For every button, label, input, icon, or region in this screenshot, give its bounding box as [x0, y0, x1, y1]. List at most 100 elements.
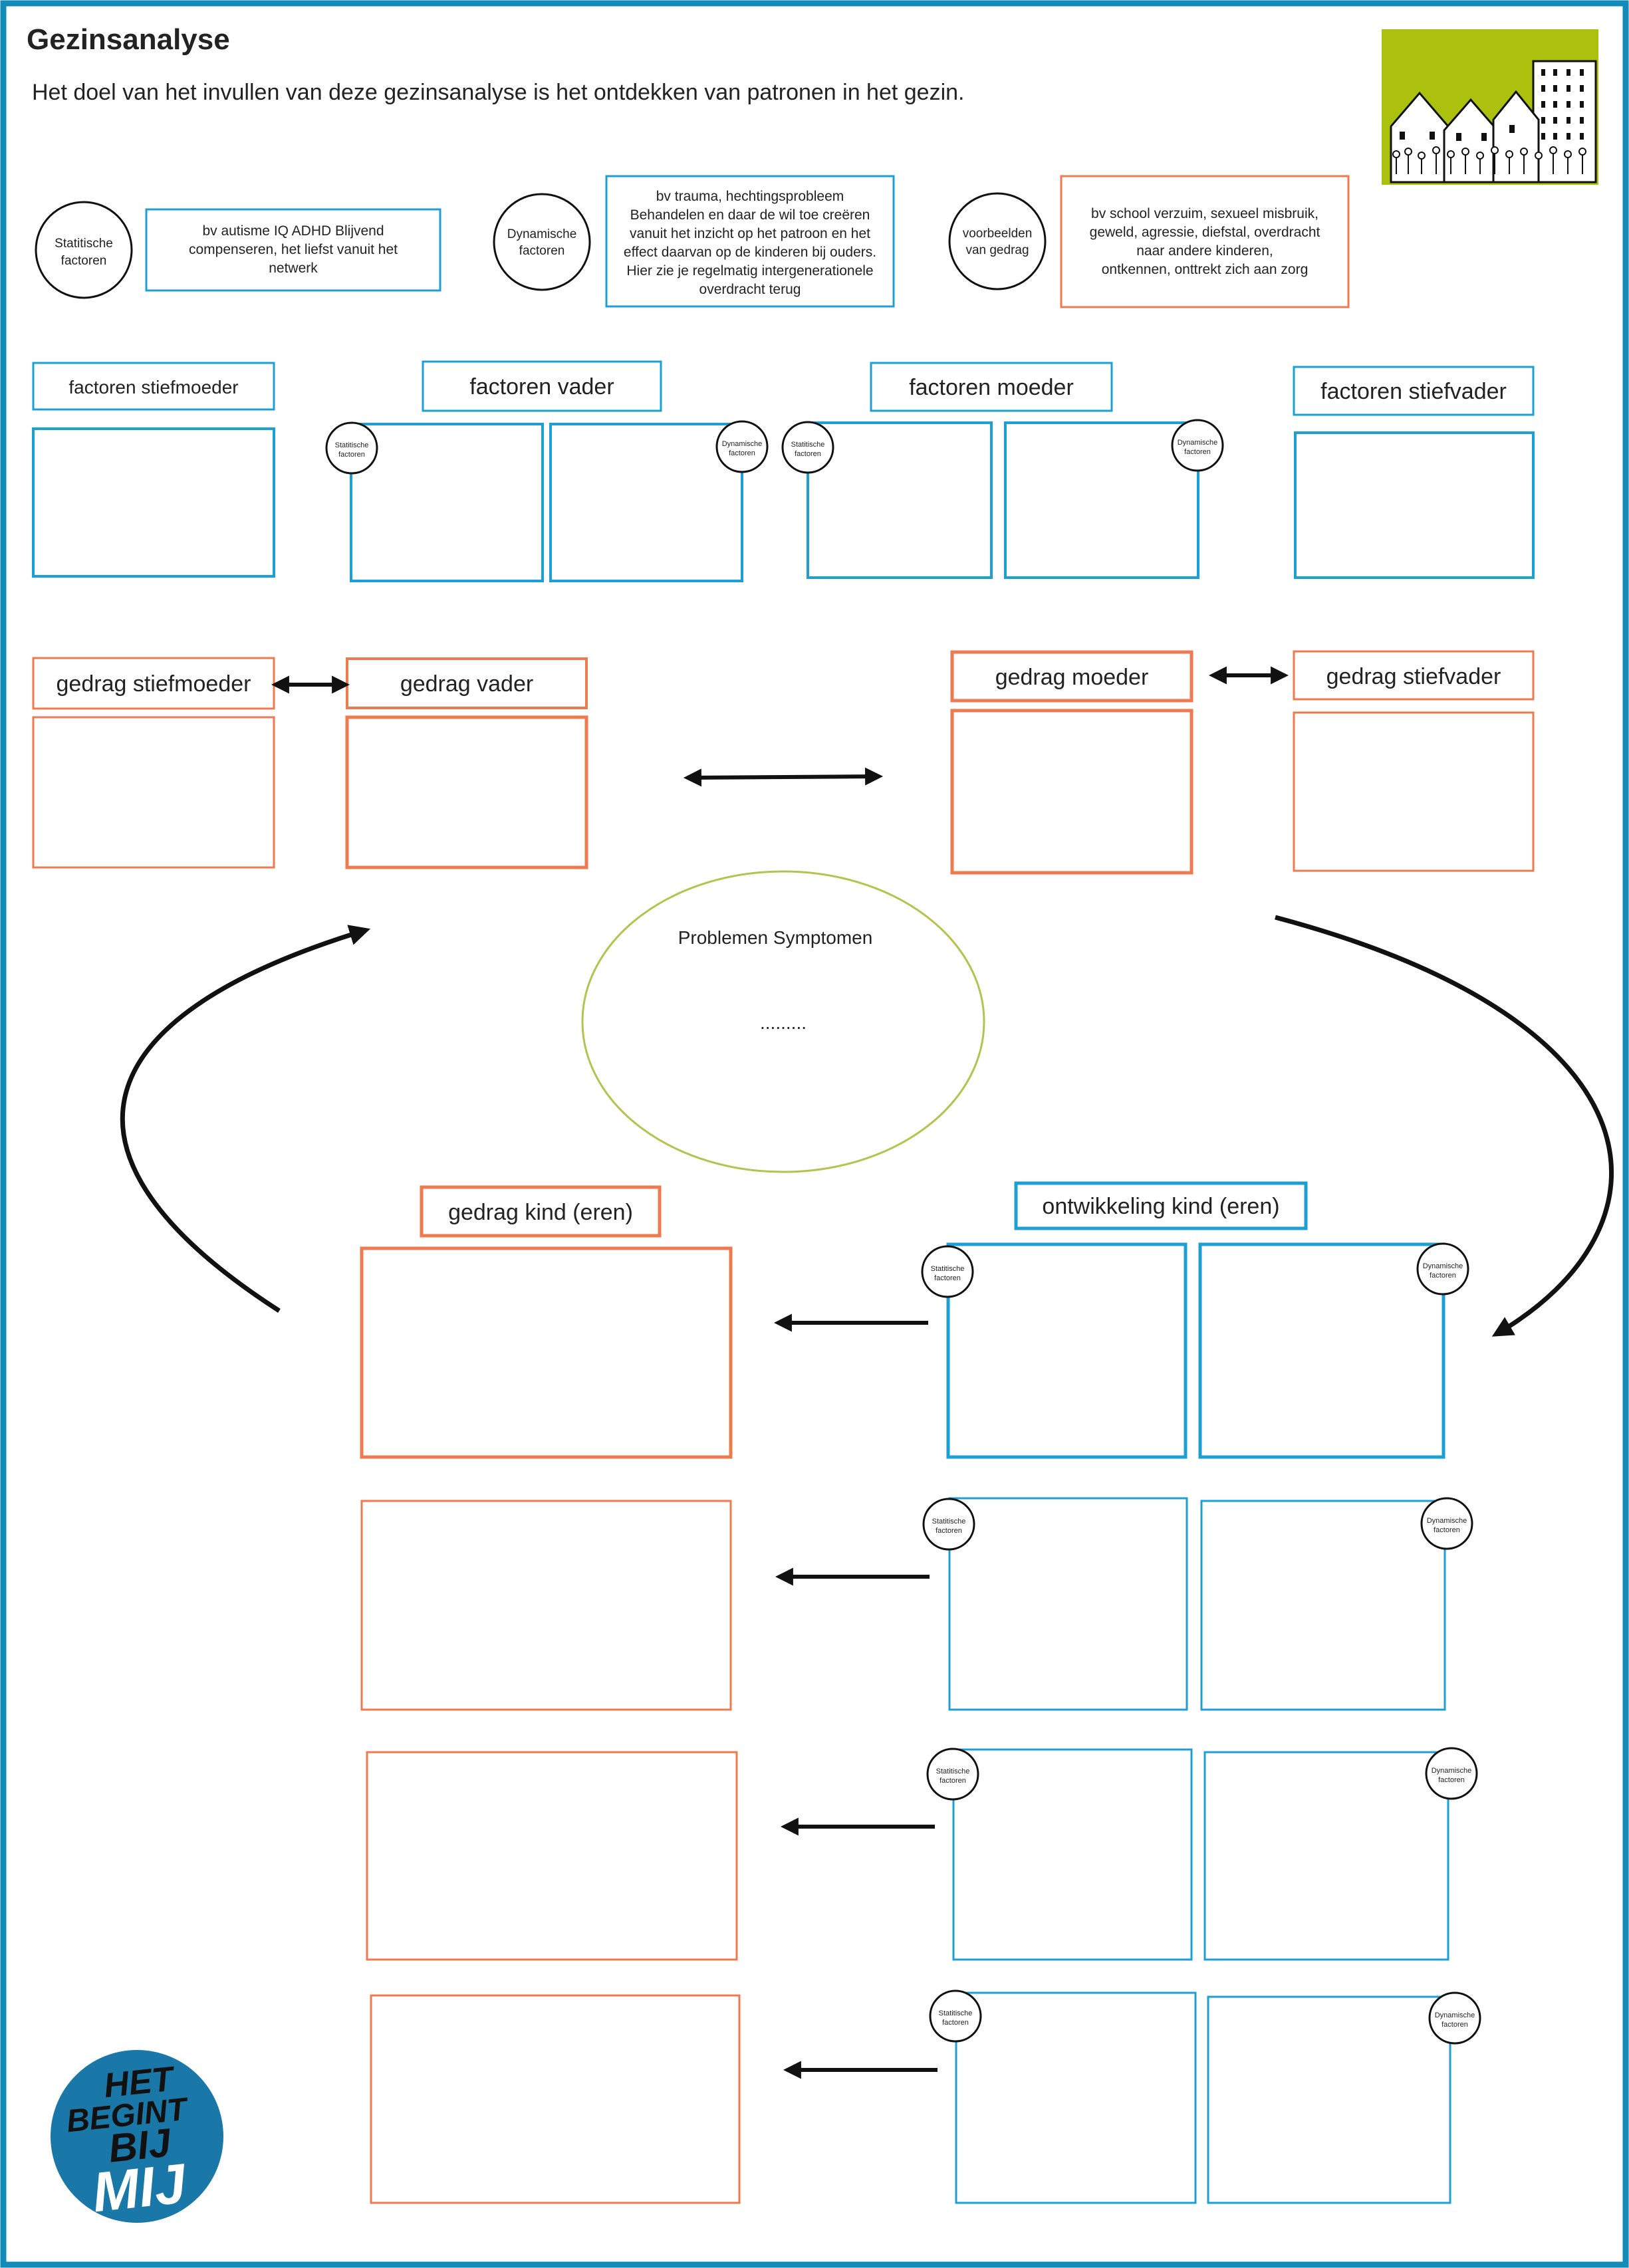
- legend-dynamic-circle-line2: factoren: [519, 244, 565, 258]
- child-2-static-circle: Statitische factoren: [922, 1498, 975, 1551]
- behavior-header-mother: gedrag moeder: [950, 650, 1193, 703]
- father-mother-arrow: [683, 767, 884, 787]
- legend-dynamic-text-line1: bv trauma, hechtingsprobleem: [656, 189, 844, 204]
- child-3-behavior-box[interactable]: [366, 1751, 738, 1961]
- child-behavior-header: gedrag kind (eren): [420, 1185, 662, 1238]
- svg-text:Statitische: Statitische: [931, 1265, 965, 1273]
- mother-behavior-box[interactable]: [950, 709, 1193, 875]
- child-2-dynamic-box[interactable]: [1200, 1500, 1446, 1711]
- svg-text:factoren: factoren: [729, 449, 755, 457]
- child-3-dynamic-box[interactable]: [1203, 1751, 1449, 1961]
- legend-dynamic-box: [605, 175, 895, 308]
- svg-text:Dynamische: Dynamische: [1435, 2011, 1475, 2019]
- child-1-behavior-box[interactable]: [360, 1246, 733, 1459]
- child-1-static-box[interactable]: [946, 1242, 1188, 1459]
- problems-symptoms-placeholder[interactable]: .........: [760, 1012, 807, 1033]
- child-4-dynamic-circle: Dynamische factoren: [1428, 1991, 1481, 2045]
- legend-dynamic-text-line6: overdracht terug: [699, 282, 801, 297]
- stepfather-behavior-box[interactable]: [1293, 711, 1535, 872]
- legend-static-text-line3: netwerk: [269, 261, 318, 276]
- svg-text:factoren: factoren: [1184, 448, 1211, 456]
- svg-text:gedrag kind (eren): gedrag kind (eren): [448, 1200, 633, 1225]
- child-2-dynamic-circle: Dynamische factoren: [1420, 1497, 1473, 1550]
- intro-text: Het doel van het invullen van deze gezin…: [32, 80, 965, 105]
- father-dynamic-circle: Dynamische factoren: [715, 420, 769, 473]
- svg-text:factoren vader: factoren vader: [469, 374, 614, 399]
- child-4-static-circle: Statitische factoren: [929, 1989, 982, 2043]
- legend-dynamic-text-line5: Hier zie je regelmatig intergenerationel…: [626, 263, 873, 279]
- stepmother-behavior-box[interactable]: [32, 716, 275, 869]
- legend-dynamic-text-line3: vanuit het inzicht op het patroon en het: [630, 226, 870, 241]
- child-2-behavior-box[interactable]: [360, 1500, 732, 1711]
- mother-dynamic-factor-box[interactable]: [1004, 421, 1199, 579]
- svg-text:factoren moeder: factoren moeder: [909, 375, 1074, 400]
- svg-text:Statitische: Statitische: [932, 1518, 966, 1526]
- legend-behavior-text-line4: ontkennen, onttrekt zich aan zorg: [1102, 262, 1309, 277]
- legend-dynamic-text-line4: effect daarvan op de kinderen bij ouders…: [624, 245, 876, 260]
- child-3-static-circle: Statitische factoren: [926, 1748, 979, 1801]
- factor-header-father: factoren vader: [422, 360, 662, 412]
- child-1-dynamic-circle: Dynamische factoren: [1416, 1242, 1469, 1296]
- father-dynamic-factor-box[interactable]: [549, 423, 743, 582]
- legend-behavior-circle-line1: voorbeelden: [963, 227, 1033, 241]
- legend-dynamic: Dynamische factoren bv trauma, hechtings…: [493, 175, 895, 308]
- cycle-arrow-right: [1275, 915, 1614, 1337]
- factor-header-stepfather: factoren stiefvader: [1293, 366, 1535, 416]
- behavior-header-stepfather: gedrag stiefvader: [1293, 650, 1535, 701]
- factor-header-mother: factoren moeder: [870, 362, 1113, 412]
- child-3-dynamic-circle: Dynamische factoren: [1425, 1747, 1478, 1800]
- legend-static-box: [145, 208, 441, 292]
- problems-symptoms-oval: Problemen Symptomen .........: [581, 870, 985, 1173]
- stepfather-factor-box[interactable]: [1294, 431, 1535, 579]
- svg-text:factoren: factoren: [942, 2019, 969, 2027]
- legend-static: Statitische factoren bv autisme IQ ADHD …: [35, 201, 441, 299]
- svg-text:MIJ: MIJ: [89, 2152, 189, 2223]
- svg-text:factoren: factoren: [940, 1777, 966, 1785]
- svg-text:gedrag stiefmoeder: gedrag stiefmoeder: [57, 671, 251, 697]
- legend-static-text-line1: bv autisme IQ ADHD Blijvend: [202, 223, 384, 239]
- svg-text:Statitische: Statitische: [936, 1767, 970, 1775]
- father-static-circle: Statitische factoren: [325, 421, 378, 475]
- child-3-static-box[interactable]: [952, 1748, 1193, 1961]
- svg-text:Statitische: Statitische: [791, 441, 825, 449]
- child-1-dynamic-box[interactable]: [1198, 1242, 1445, 1459]
- legend-behavior-text-line2: geweld, agressie, diefstal, overdracht: [1090, 225, 1320, 240]
- legend-dynamic-circle-line1: Dynamische: [507, 227, 577, 241]
- legend-static-text-line2: compenseren, het liefst vanuit het: [189, 242, 398, 257]
- father-static-factor-box[interactable]: [350, 423, 544, 582]
- legend-static-circle: [35, 201, 133, 299]
- legend-behavior-text-line1: bv school verzuim, sexueel misbruik,: [1091, 206, 1318, 221]
- svg-text:Statitische: Statitische: [939, 2009, 973, 2017]
- svg-text:factoren: factoren: [1438, 1776, 1465, 1784]
- child-4-static-box[interactable]: [955, 1991, 1197, 2204]
- child-development-header: ontwikkeling kind (eren): [1014, 1181, 1308, 1230]
- svg-text:gedrag stiefvader: gedrag stiefvader: [1326, 664, 1501, 689]
- legend-behavior-text-line3: naar andere kinderen,: [1136, 243, 1273, 259]
- father-behavior-box[interactable]: [345, 715, 588, 869]
- svg-text:factoren: factoren: [338, 451, 365, 459]
- legend-behavior-circle-line2: van gedrag: [965, 243, 1029, 257]
- svg-text:factoren stiefvader: factoren stiefvader: [1320, 379, 1507, 404]
- svg-text:Dynamische: Dynamische: [1427, 1517, 1467, 1525]
- svg-text:factoren: factoren: [1430, 1272, 1456, 1280]
- problems-symptoms-label: Problemen Symptomen: [678, 927, 873, 948]
- child-4-behavior-box[interactable]: [370, 1994, 741, 2204]
- legend-static-circle-line1: Statitische: [55, 237, 113, 251]
- legend-behavior-box: [1060, 175, 1350, 308]
- page-title: Gezinsanalyse: [27, 23, 230, 56]
- svg-text:Dynamische: Dynamische: [722, 440, 763, 448]
- mother-static-circle: Statitische factoren: [781, 421, 834, 474]
- svg-text:factoren: factoren: [1434, 1526, 1460, 1534]
- child-2-static-box[interactable]: [948, 1497, 1188, 1711]
- cycle-arrow-left: [120, 925, 371, 1313]
- mother-static-factor-box[interactable]: [807, 421, 993, 579]
- svg-text:ontwikkeling kind (eren): ontwikkeling kind (eren): [1042, 1194, 1279, 1219]
- svg-text:factoren: factoren: [936, 1527, 962, 1535]
- factor-header-stepmother: factoren stiefmoeder: [32, 362, 275, 411]
- stepmother-factor-box[interactable]: [32, 427, 275, 578]
- legend-behavior-circle: [948, 192, 1047, 290]
- svg-text:factoren stiefmoeder: factoren stiefmoeder: [68, 377, 238, 397]
- child-4-dynamic-box[interactable]: [1207, 1995, 1451, 2204]
